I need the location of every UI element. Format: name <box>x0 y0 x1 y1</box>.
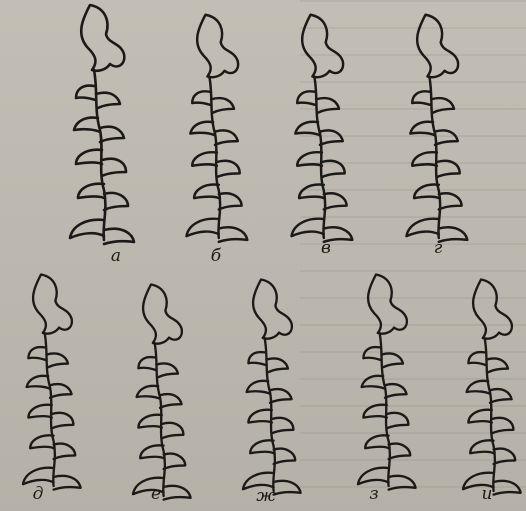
figure-e <box>133 285 191 500</box>
label-v: в <box>321 238 331 258</box>
label-d: д <box>33 484 44 504</box>
figure-z <box>358 275 416 490</box>
label-e: е <box>151 484 161 504</box>
label-g: г <box>434 238 443 258</box>
figure-a <box>70 5 134 244</box>
figure-v <box>292 15 353 242</box>
label-i: и <box>482 484 493 504</box>
label-b: б <box>211 246 221 266</box>
figure-b <box>187 15 248 242</box>
label-z: з <box>369 484 378 504</box>
label-zh: ж <box>256 486 275 506</box>
figure-zh <box>243 280 301 495</box>
label-a: а <box>111 246 121 266</box>
figure-d <box>23 275 81 490</box>
figure-i <box>463 280 521 495</box>
figure-g <box>407 15 468 242</box>
